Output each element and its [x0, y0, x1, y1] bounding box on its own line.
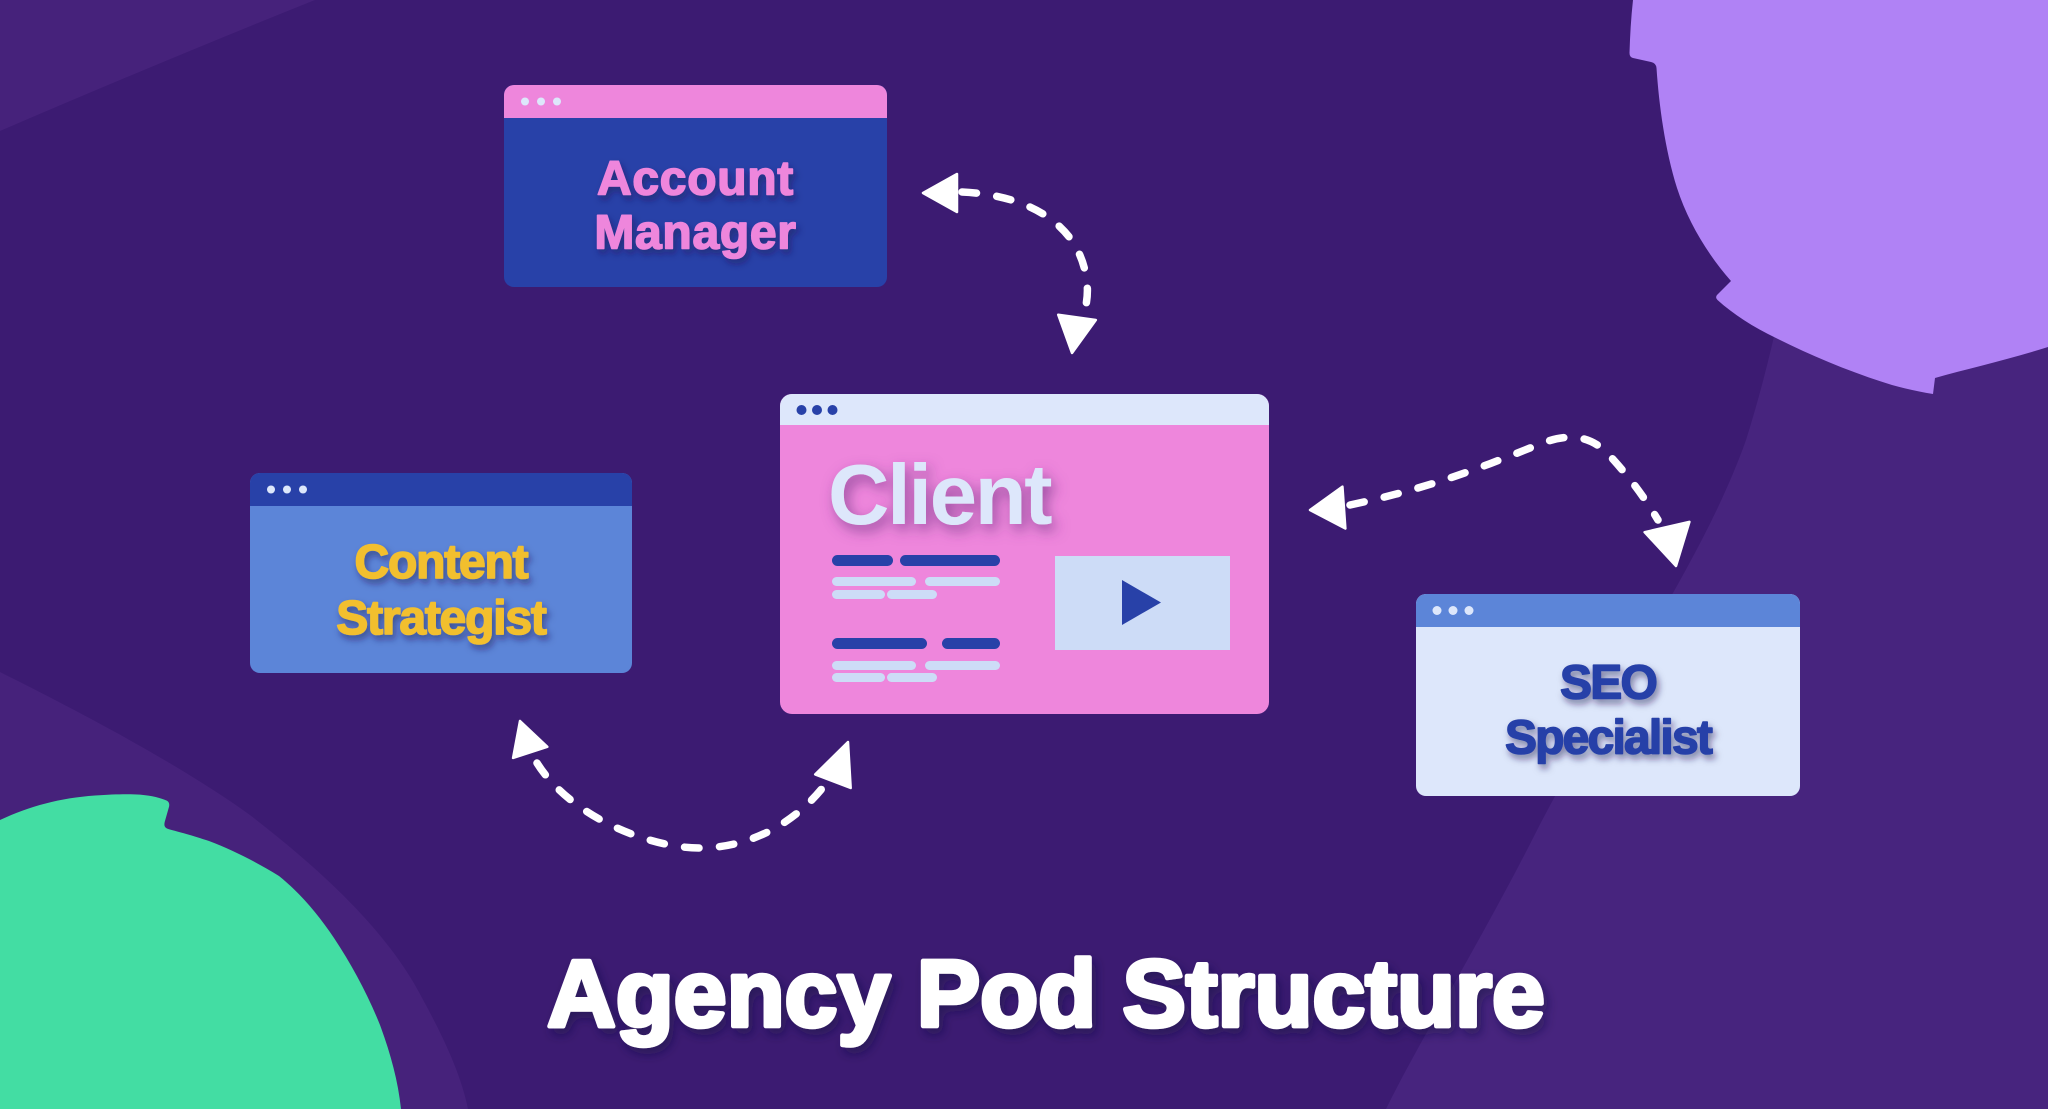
svg-text:Specialist: Specialist — [1505, 712, 1713, 765]
svg-text:Agency Pod Structure: Agency Pod Structure — [547, 941, 1545, 1047]
svg-text:Strategist: Strategist — [336, 592, 547, 645]
svg-text:Content: Content — [355, 536, 529, 589]
svg-text:Client: Client — [828, 448, 1052, 543]
svg-text:Account: Account — [597, 153, 794, 206]
svg-text:Manager: Manager — [594, 207, 796, 260]
svg-text:SEO: SEO — [1560, 657, 1656, 710]
